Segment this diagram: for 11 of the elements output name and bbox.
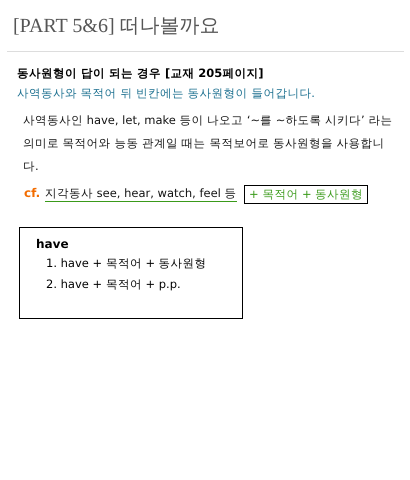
card-heading: have	[36, 237, 70, 251]
section-heading: 동사원형이 답이 되는 경우 [교재 205페이지]	[17, 66, 264, 81]
formula-box: + 목적어 + 동사원형	[244, 185, 368, 204]
card-item: 2. have + 목적어 + p.p.	[46, 277, 182, 292]
note-text: 지각동사 see, hear, watch, feel 등	[45, 186, 236, 202]
page-title: [PART 5&6] 떠나볼까요	[13, 14, 220, 39]
note-marker: cf.	[24, 186, 40, 200]
paragraph: 사역동사인 have, let, make 등이 나오고 ‘~를 ~하도록 시키다’ 라는 의미로 목적어와 능동 관계일 때는 목적보어로 동사원형을 사용합니다.	[23, 112, 393, 175]
subheading: 사역동사와 목적어 뒤 빈칸에는 동사원형이 들어갑니다.	[17, 86, 315, 101]
card-item: 1. have + 목적어 + 동사원형	[46, 256, 208, 271]
info-card	[19, 227, 243, 319]
